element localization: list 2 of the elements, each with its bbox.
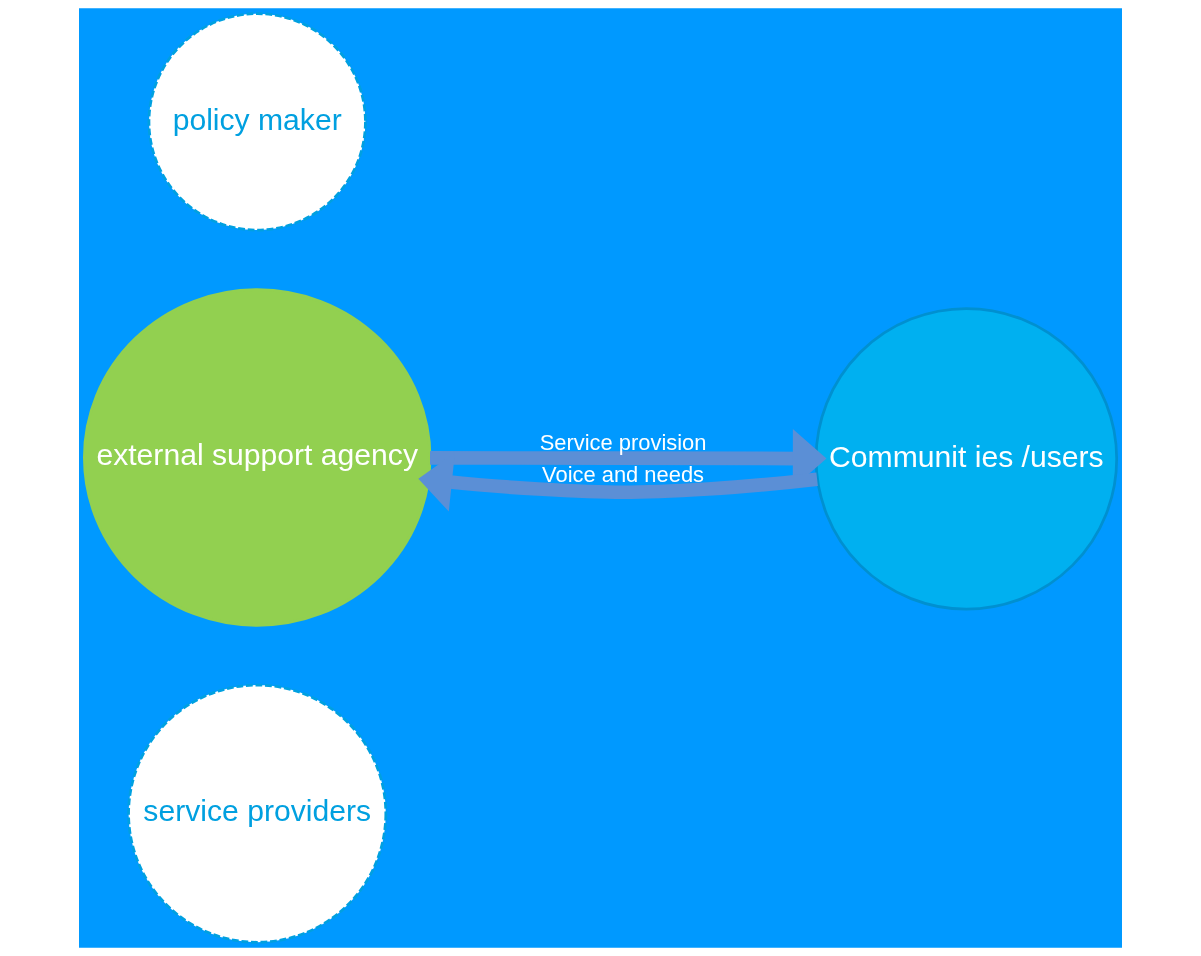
edge-label: Service provision [539,430,707,456]
edge-label: Voice and needs [542,461,705,487]
